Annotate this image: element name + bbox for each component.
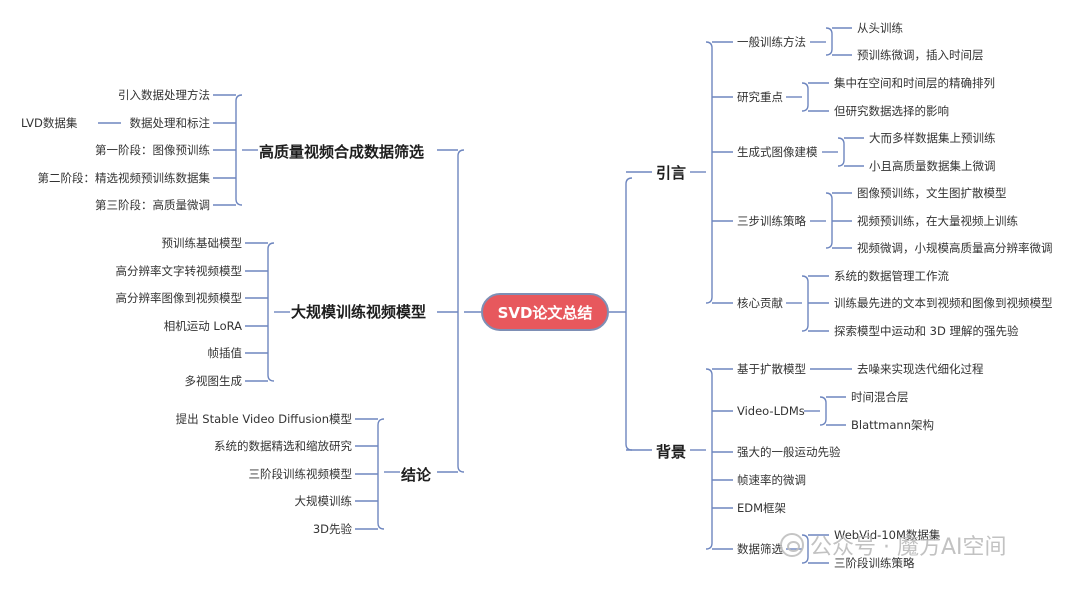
leaf-node: 三阶段训练视频模型	[248, 467, 353, 481]
trunk-line	[819, 396, 827, 426]
leaf-node: 系统的数据管理工作流	[834, 269, 949, 283]
leaf-node: 预训练微调，插入时间层	[857, 48, 984, 62]
leaf-node: 引入数据处理方法	[118, 88, 210, 102]
leaf-node: 高分辨率图像到视频模型	[115, 291, 243, 305]
leaf-node: 训练最先进的文本到视频和图像到视频模型	[834, 296, 1053, 310]
root-label: SVD论文总结	[497, 303, 593, 322]
leaf-node: 帧插值	[207, 346, 243, 360]
leaf-node: 小且高质量数据集上微调	[869, 159, 996, 173]
leaf-node: 大规模训练	[294, 494, 353, 508]
trunk-line	[837, 137, 845, 167]
leaf-node: 三阶段训练策略	[834, 556, 915, 570]
sub-node: 三步训练策略	[737, 214, 806, 228]
trunk-line	[801, 275, 809, 332]
trunk-line	[801, 534, 809, 564]
leaf-node: 第三阶段：高质量微调	[95, 198, 210, 212]
leaf-node: 系统的数据精选和缩放研究	[214, 439, 352, 453]
leaf-node: 高分辨率文字转视频模型	[115, 264, 243, 278]
leaf-node: 视频微调，小规模高质量高分辨率微调	[857, 241, 1053, 255]
leaf-node: 多视图生成	[184, 374, 243, 388]
wechat-icon	[780, 533, 804, 557]
leaf-node: 第二阶段：精选视频预训练数据集	[37, 171, 211, 185]
leaf-node: 时间混合层	[851, 390, 909, 404]
sub-node: 一般训练方法	[737, 35, 806, 49]
trunk-line	[267, 242, 275, 382]
leaf-node: 相机运动 LoRA	[163, 319, 242, 333]
leaf-node: 第一阶段：图像预训练	[95, 143, 210, 157]
sub-node: EDM框架	[737, 501, 787, 515]
branch-data-curation[interactable]: 高质量视频合成数据筛选	[259, 143, 425, 161]
root-node[interactable]: SVD论文总结	[481, 293, 609, 331]
sub-node: 研究重点	[737, 90, 783, 104]
leaf-node: WebVid-10M数据集	[834, 528, 941, 542]
branch-background[interactable]: 背景	[656, 443, 687, 461]
leaf-node: 预训练基础模型	[161, 236, 243, 250]
branch-introduction[interactable]: 引言	[656, 164, 687, 182]
sub-node: 帧速率的微调	[737, 473, 806, 487]
trunk-line	[825, 192, 833, 249]
leaf-node: 图像预训练，文生图扩散模型	[857, 186, 1007, 200]
leaf-node: 但研究数据选择的影响	[834, 104, 949, 118]
leaf-node-lvd: LVD数据集	[21, 116, 78, 130]
leaf-node: 提出 Stable Video Diffusion模型	[175, 412, 352, 426]
sub-node: 生成式图像建模	[737, 145, 818, 159]
root-right-trunk	[625, 177, 633, 451]
sub-node: 数据筛选	[737, 542, 783, 556]
leaf-node: 3D先验	[312, 522, 352, 536]
leaf-node: 从头训练	[857, 21, 903, 35]
trunk-line	[705, 41, 713, 304]
leaf-node: Blattmann架构	[851, 418, 934, 432]
sub-node: 核心贡献	[737, 296, 783, 310]
root-left-trunk	[457, 149, 465, 473]
trunk-line	[377, 418, 385, 530]
watermark-text: 公众号 · 魔方AI空间	[810, 535, 1007, 560]
leaf-node: 集中在空间和时间层的精确排列	[834, 76, 995, 90]
watermark: 公众号 · 魔方AI空间	[780, 529, 1007, 561]
trunk-line	[825, 27, 833, 56]
sub-node: Video-LDMs	[737, 404, 805, 418]
leaf-node: 大而多样数据集上预训练	[869, 131, 996, 145]
leaf-node: 探索模型中运动和 3D 理解的强先验	[834, 324, 1019, 338]
sub-node: 基于扩散模型	[737, 362, 806, 376]
sub-node: 强大的一般运动先验	[737, 445, 841, 459]
branch-conclusion[interactable]: 结论	[401, 466, 432, 484]
trunk-line	[705, 368, 713, 550]
trunk-line	[235, 94, 243, 206]
leaf-node: 数据处理和标注	[129, 116, 211, 130]
branch-large-scale-training[interactable]: 大规模训练视频模型	[291, 303, 427, 321]
leaf-node: 视频预训练，在大量视频上训练	[857, 214, 1018, 228]
trunk-line	[801, 82, 809, 112]
leaf-node: 去噪来实现迭代细化过程	[857, 362, 984, 376]
